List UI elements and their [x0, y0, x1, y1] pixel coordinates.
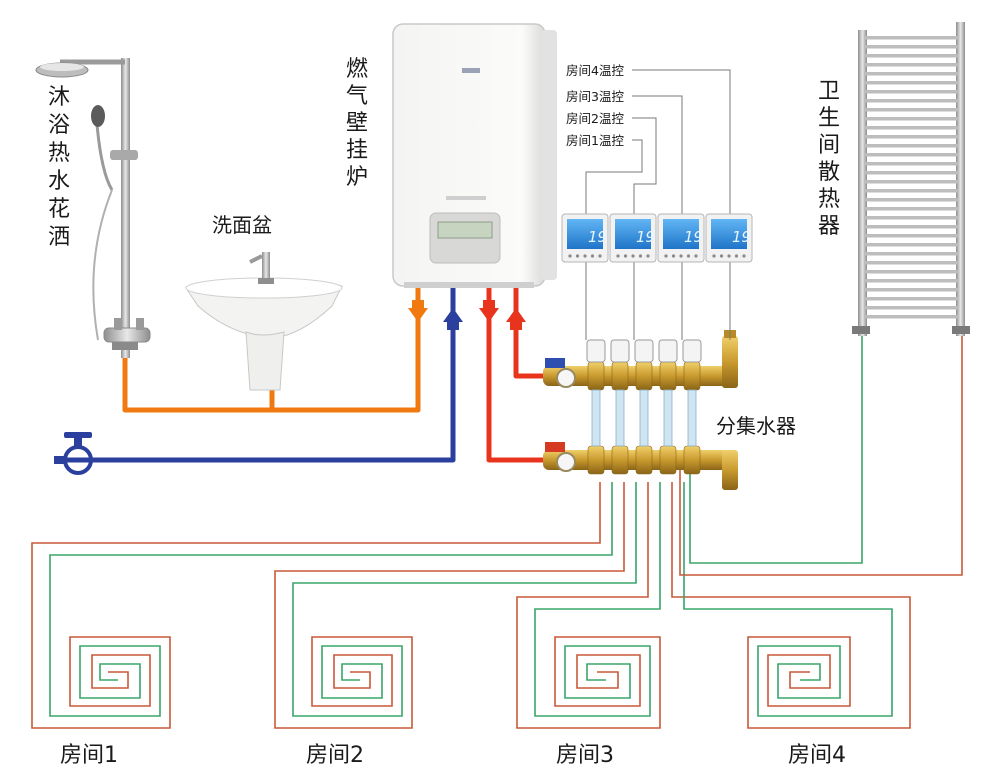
washbasin-label: 洗面盆	[212, 213, 272, 237]
floor-loop-room-2	[274, 482, 637, 729]
manifold-label: 分集水器	[716, 414, 796, 438]
water-pipes	[62, 286, 545, 463]
floor-loop-room-4	[671, 482, 911, 729]
radiator-label: 卫生间散热器	[818, 79, 840, 239]
room-label-4: 房间4	[788, 743, 846, 768]
gas-boiler	[392, 23, 557, 288]
thermostat-screen	[615, 219, 651, 249]
flow-arrows	[408, 300, 526, 330]
room-label-3: 房间3	[556, 743, 614, 768]
shower-icon	[35, 58, 151, 358]
washbasin-icon	[185, 252, 343, 391]
thermostat-2: 19	[609, 213, 657, 263]
room-label-1: 房间1	[60, 743, 118, 768]
heating-return-pipe	[513, 286, 545, 379]
towel-radiator	[852, 22, 970, 336]
room-label-2: 房间2	[306, 743, 364, 768]
manifold	[543, 330, 738, 490]
floor-loops	[31, 336, 963, 729]
thermostat-screen	[567, 219, 603, 249]
shower-label: 沐浴热水花洒	[48, 85, 70, 250]
thermostat-label-room-1: 房间1温控	[566, 133, 624, 148]
floor-loop-room-3	[516, 482, 661, 729]
arrow-up-icon	[443, 308, 463, 322]
boiler-label: 燃气壁挂炉	[346, 57, 368, 190]
thermostat-temp: 19	[684, 228, 703, 246]
cold-water-pipe	[62, 286, 456, 463]
heating-supply-pipe	[486, 286, 545, 463]
thermostat-leader-lines	[585, 69, 731, 340]
thermostat-screen	[711, 219, 747, 249]
thermostat-screen	[663, 219, 699, 249]
water-inlet-valve-icon	[54, 432, 93, 475]
radiator-loop	[679, 336, 963, 576]
arrow-up-icon	[506, 308, 526, 322]
floor-loop-room-1	[31, 482, 613, 729]
thermostat-3: 19	[657, 213, 705, 263]
labels: 沐浴热水花洒 洗面盆 燃气壁挂炉 卫生间散热器 分集水器 房间4温控 房间3温控…	[48, 57, 846, 768]
thermostat-label-room-2: 房间2温控	[566, 111, 624, 126]
thermostat-4: 19	[705, 213, 753, 263]
thermostat-label-room-4: 房间4温控	[566, 63, 624, 78]
thermostat-temp: 19	[588, 228, 607, 246]
arrow-down-icon	[479, 308, 499, 322]
thermostat-1: 19	[561, 213, 609, 263]
thermostats: 19 19 19 19	[561, 213, 753, 263]
thermostat-temp: 19	[732, 228, 751, 246]
arrow-down-icon	[408, 308, 428, 322]
thermostat-label-room-3: 房间3温控	[566, 89, 624, 104]
thermostat-temp: 19	[636, 228, 655, 246]
